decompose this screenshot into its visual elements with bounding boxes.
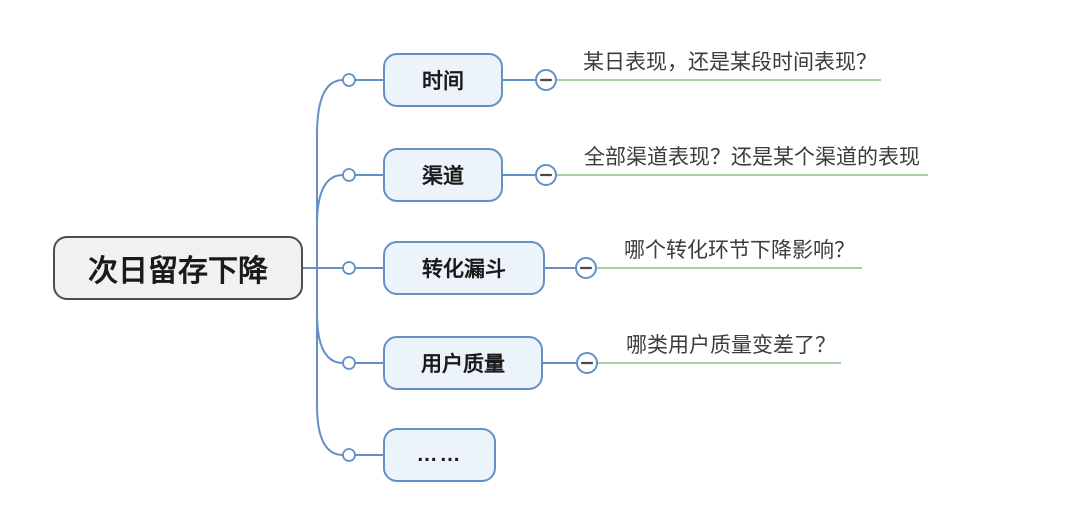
root-node-label: 次日留存下降	[88, 255, 268, 288]
branch-line-channel	[316, 174, 344, 269]
branch-joint-icon	[342, 356, 356, 370]
leaf-note-conversion-funnel[interactable]: 哪个转化环节下降影响？	[624, 239, 855, 262]
leaf-note-time[interactable]: 某日表现，还是某段时间表现？	[583, 51, 877, 74]
branch-joint-icon	[342, 261, 356, 275]
branch-line-more	[316, 267, 344, 456]
branch-joint-icon	[342, 448, 356, 462]
branch-line-time	[316, 79, 344, 269]
branch-node-channel[interactable]: 渠道	[383, 148, 503, 202]
branch-joint-icon	[342, 168, 356, 182]
root-node[interactable]: 次日留存下降	[53, 236, 303, 300]
branch-joint-icon	[342, 73, 356, 87]
branch-node-time[interactable]: 时间	[383, 53, 503, 107]
branch-node-conversion-funnel[interactable]: 转化漏斗	[383, 241, 545, 295]
collapse-toggle-icon[interactable]	[535, 69, 557, 91]
leaf-note-user-quality[interactable]: 哪类用户质量变差了？	[626, 334, 836, 357]
collapse-toggle-icon[interactable]	[535, 164, 557, 186]
collapse-toggle-icon[interactable]	[575, 257, 597, 279]
branch-node-label: 用户质量	[421, 353, 505, 376]
branch-node-label: 渠道	[422, 165, 464, 188]
branch-line-quality	[316, 267, 344, 364]
branch-node-more[interactable]: ……	[383, 428, 496, 482]
branch-node-user-quality[interactable]: 用户质量	[383, 336, 543, 390]
branch-node-label: 转化漏斗	[422, 258, 506, 281]
leaf-note-channel[interactable]: 全部渠道表现？还是某个渠道的表现	[584, 146, 920, 169]
collapse-toggle-icon[interactable]	[576, 352, 598, 374]
branch-node-label: 时间	[422, 70, 464, 93]
branch-node-label: ……	[416, 443, 463, 466]
